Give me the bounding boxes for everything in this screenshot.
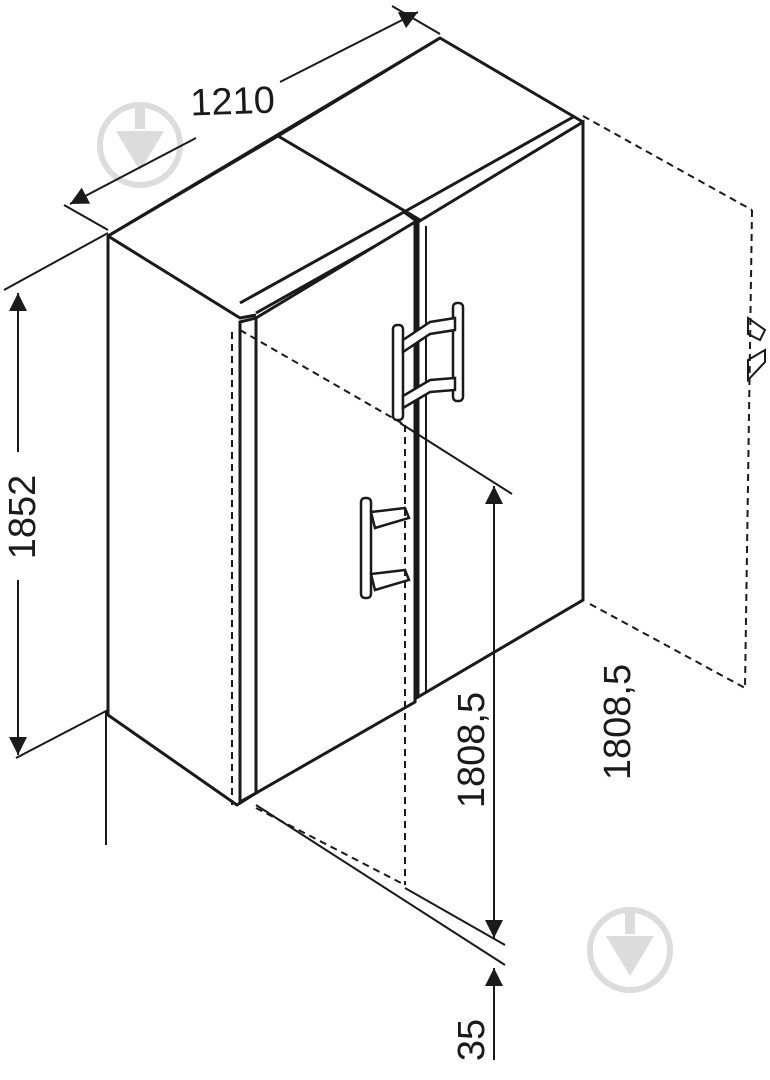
outline-handle (747, 316, 767, 383)
width-dimension-line-left (69, 137, 197, 205)
base-gap-label: 35 (451, 1019, 493, 1061)
height-label: 1852 (2, 475, 44, 560)
door-open-left-label: 1808,5 (451, 692, 493, 808)
watermark-logo-icon (97, 102, 183, 188)
width-dimension-line-right (279, 11, 419, 83)
right-door-handle (391, 301, 465, 422)
watermark-logo-icon (587, 907, 673, 993)
dimension-lines (8, 11, 503, 1060)
right-door (416, 119, 585, 700)
width-label: 1210 (190, 80, 276, 125)
door-open-right-label: 1808,5 (597, 664, 639, 780)
left-door (238, 219, 417, 805)
left-door-handle (359, 496, 411, 600)
